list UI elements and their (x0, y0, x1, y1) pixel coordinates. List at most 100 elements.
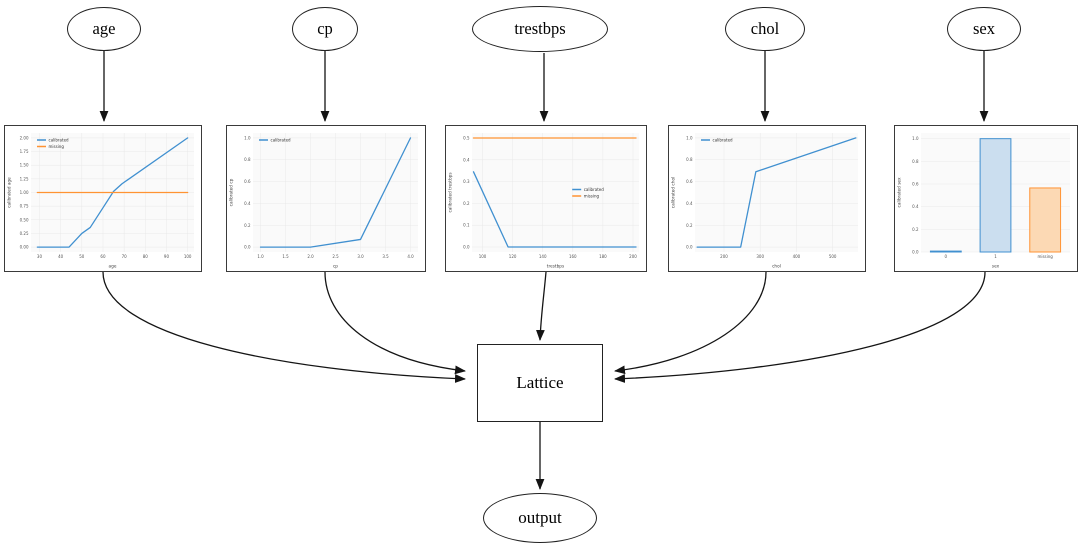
svg-text:3.5: 3.5 (382, 254, 389, 259)
svg-text:1.0: 1.0 (686, 135, 693, 140)
svg-text:0.4: 0.4 (244, 201, 251, 206)
lattice-node: Lattice (477, 344, 603, 422)
svg-text:missing: missing (584, 194, 600, 199)
svg-text:calibrated: calibrated (271, 138, 292, 143)
svg-text:sex: sex (992, 265, 1000, 270)
svg-text:1.50: 1.50 (20, 163, 29, 168)
svg-text:180: 180 (599, 254, 607, 259)
svg-text:3.0: 3.0 (357, 254, 364, 259)
svg-text:0.8: 0.8 (912, 159, 919, 164)
svg-text:0.0: 0.0 (686, 245, 693, 250)
edge-trestbps-to-lattice (536, 271, 547, 341)
svg-text:0.25: 0.25 (20, 231, 29, 236)
input-node-age-label: age (92, 19, 116, 38)
svg-text:400: 400 (793, 254, 801, 259)
svg-text:1.00: 1.00 (20, 190, 29, 195)
svg-text:300: 300 (756, 254, 764, 259)
svg-text:90: 90 (164, 254, 170, 259)
svg-text:calibrated trestbps: calibrated trestbps (448, 172, 454, 212)
input-node-chol: chol (725, 7, 805, 51)
svg-text:calibrated age: calibrated age (7, 177, 13, 208)
edge-chol-to-lattice (614, 271, 767, 375)
svg-text:0.2: 0.2 (244, 223, 251, 228)
svg-text:0.4: 0.4 (686, 201, 693, 206)
svg-text:trestbps: trestbps (547, 264, 564, 270)
svg-text:0.0: 0.0 (463, 244, 470, 249)
svg-text:1.0: 1.0 (257, 254, 264, 259)
svg-text:chol: chol (772, 264, 781, 270)
calibrator-chart-sex: 0.0 0.2 0.4 0.6 0.8 1.0 0 1 missing sex calibrated… (897, 133, 1070, 270)
svg-text:50: 50 (79, 254, 85, 259)
svg-text:0.0: 0.0 (244, 245, 251, 250)
svg-text:0.6: 0.6 (244, 179, 251, 184)
calibrator-plot-sex: 0.0 0.2 0.4 0.6 0.8 1.0 0 1 missing sex calibrated… (894, 125, 1078, 272)
svg-text:calibrated: calibrated (49, 138, 70, 143)
svg-text:age: age (109, 265, 117, 270)
svg-text:0.8: 0.8 (686, 157, 693, 162)
svg-text:0.3: 0.3 (463, 179, 470, 184)
svg-text:0.75: 0.75 (20, 204, 29, 209)
svg-text:1: 1 (994, 254, 997, 259)
svg-text:calibrated: calibrated (584, 187, 605, 192)
input-node-sex-label: sex (973, 19, 995, 38)
edge-age-to-lattice (102, 271, 466, 383)
svg-text:0.0: 0.0 (912, 250, 919, 255)
input-node-chol-label: chol (750, 19, 780, 38)
svg-text:missing: missing (1037, 254, 1053, 259)
svg-text:2.5: 2.5 (332, 254, 339, 259)
svg-text:2.0: 2.0 (307, 254, 314, 259)
svg-text:80: 80 (143, 254, 149, 259)
svg-text:0.1: 0.1 (463, 223, 470, 228)
input-node-age: age (67, 7, 141, 51)
svg-text:0.5: 0.5 (463, 136, 470, 141)
svg-text:calibrated cp: calibrated cp (229, 178, 235, 206)
svg-text:1.5: 1.5 (282, 254, 289, 259)
svg-text:0.00: 0.00 (20, 245, 29, 250)
svg-text:100: 100 (184, 254, 192, 259)
svg-text:200: 200 (720, 254, 728, 259)
svg-text:1.0: 1.0 (912, 136, 919, 141)
svg-text:100: 100 (479, 254, 487, 259)
svg-text:cp: cp (333, 265, 338, 270)
svg-text:0.4: 0.4 (912, 204, 919, 209)
svg-text:70: 70 (122, 254, 128, 259)
svg-text:2.00: 2.00 (20, 135, 29, 140)
svg-text:calibrated chol: calibrated chol (671, 177, 677, 209)
input-node-cp: cp (292, 7, 358, 51)
input-node-sex: sex (947, 7, 1021, 51)
svg-text:0.4: 0.4 (463, 157, 470, 162)
edge-cp-to-lattice (324, 271, 466, 375)
svg-text:1.0: 1.0 (244, 135, 251, 140)
svg-text:4.0: 4.0 (407, 254, 414, 259)
input-node-trestbps-label: trestbps (514, 19, 566, 38)
svg-text:200: 200 (629, 254, 637, 259)
svg-text:0.2: 0.2 (686, 223, 693, 228)
svg-text:missing: missing (49, 144, 65, 149)
svg-text:calibrated: calibrated (713, 138, 734, 143)
output-node-label: output (518, 508, 562, 527)
svg-text:500: 500 (829, 254, 837, 259)
svg-text:60: 60 (100, 254, 106, 259)
svg-text:120: 120 (509, 254, 517, 259)
svg-text:0.50: 0.50 (20, 217, 29, 222)
svg-text:0: 0 (945, 254, 948, 259)
output-node: output (483, 493, 597, 543)
svg-text:0.6: 0.6 (912, 182, 919, 187)
svg-text:calibrated sex: calibrated sex (897, 177, 903, 207)
svg-text:30: 30 (37, 254, 43, 259)
svg-text:0.2: 0.2 (463, 201, 470, 206)
input-node-trestbps: trestbps (472, 6, 608, 52)
svg-text:140: 140 (539, 254, 547, 259)
svg-text:1.75: 1.75 (20, 149, 29, 154)
input-node-cp-label: cp (317, 19, 333, 38)
svg-text:0.2: 0.2 (912, 227, 919, 232)
